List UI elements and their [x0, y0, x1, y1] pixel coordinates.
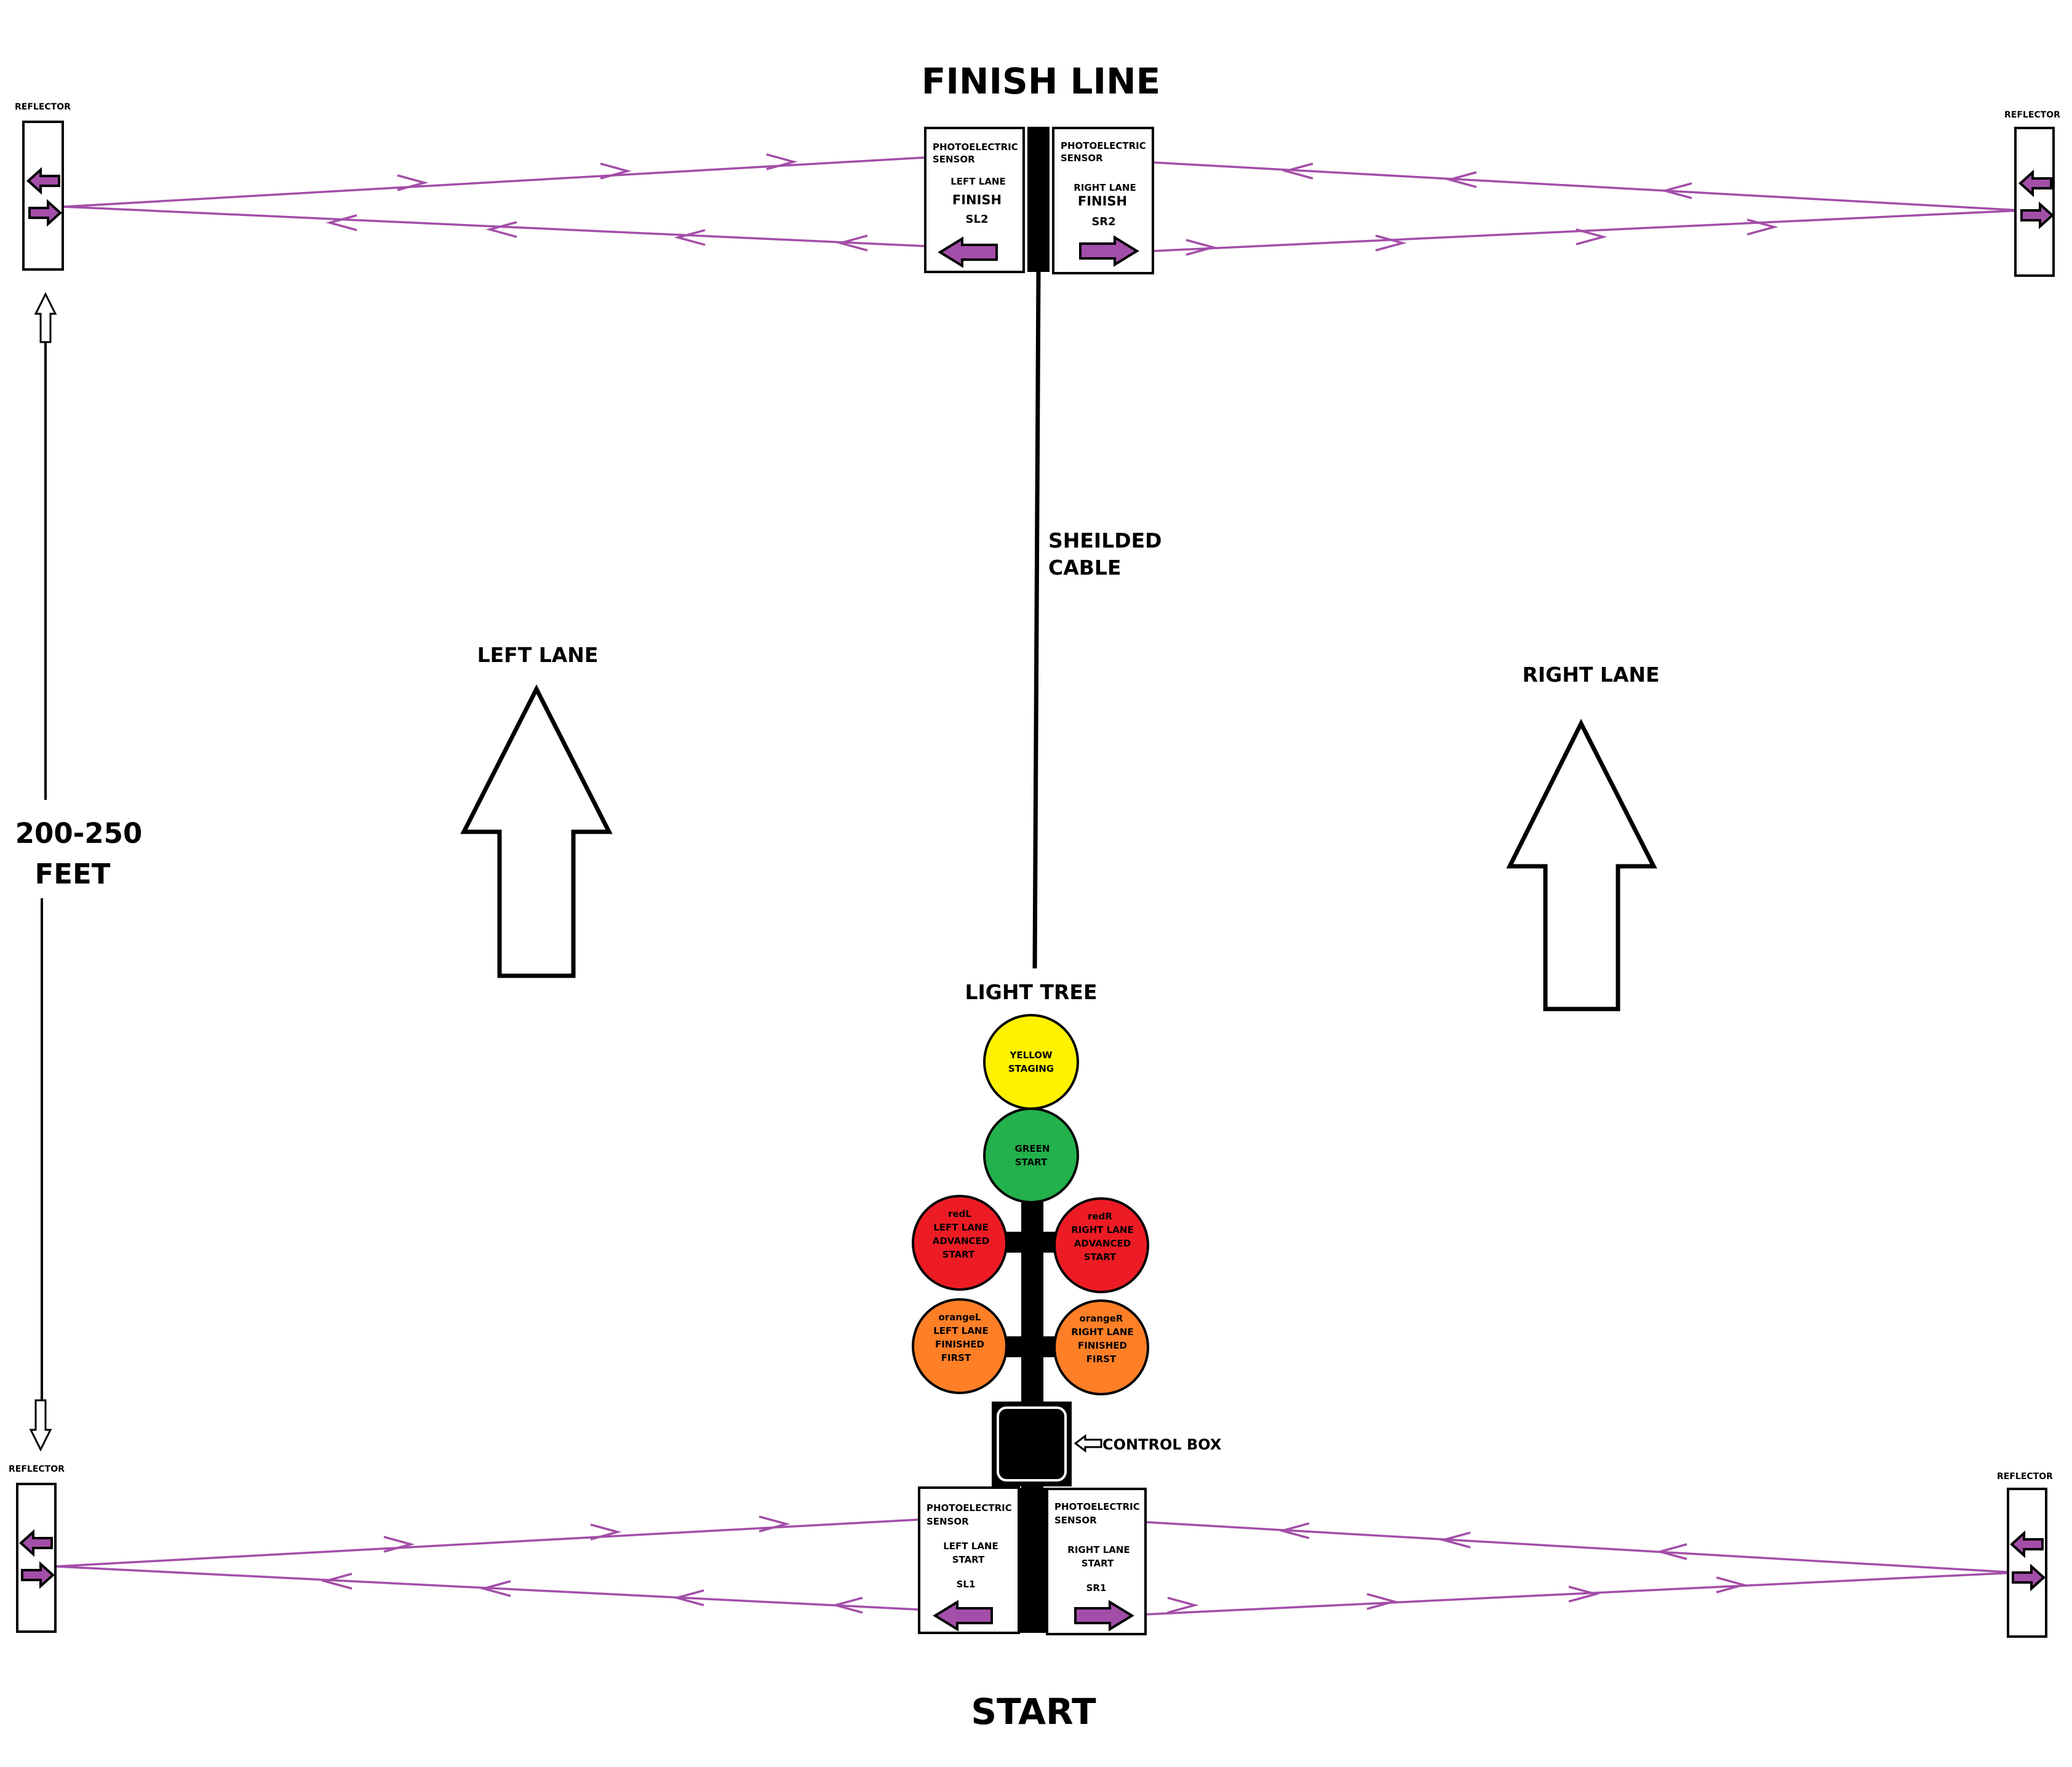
- svg-text:FINISHED: FINISHED: [1078, 1340, 1127, 1351]
- svg-text:orangeR: orangeR: [1080, 1313, 1123, 1324]
- svg-text:SENSOR: SENSOR: [926, 1516, 969, 1527]
- svg-text:LEFT LANE: LEFT LANE: [933, 1325, 988, 1336]
- svg-text:orangeL: orangeL: [939, 1312, 981, 1323]
- reflector-label: REFLECTOR: [1997, 1472, 2053, 1482]
- distance-arrow-down-icon: [29, 1399, 52, 1452]
- right-lane-label: RIGHT LANE: [1522, 663, 1659, 687]
- svg-text:PHOTOELECTRIC: PHOTOELECTRIC: [933, 142, 1018, 153]
- yellow-staging-light: YELLOW STAGING: [983, 1014, 1079, 1110]
- reflector-finish-right: REFLECTOR: [2004, 110, 2060, 277]
- reflector-start-right: REFLECTOR: [1997, 1472, 2053, 1638]
- left-lane-direction-arrow: [460, 684, 613, 978]
- svg-text:START: START: [942, 1249, 975, 1260]
- finish-right-sensor: PHOTOELECTRIC SENSOR RIGHT LANE FINISH S…: [1052, 127, 1154, 274]
- start-left-light-beam: [55, 1515, 918, 1614]
- reflector-label: REFLECTOR: [2004, 110, 2060, 120]
- orange-right-finished-first-light: orangeR RIGHT LANE FINISHED FIRST: [1053, 1299, 1149, 1395]
- svg-text:FINISH: FINISH: [952, 193, 1002, 207]
- svg-text:ADVANCED: ADVANCED: [933, 1235, 990, 1246]
- svg-text:LEFT LANE: LEFT LANE: [943, 1541, 998, 1552]
- shielded-cable-label-line1: SHEILDED: [1048, 529, 1162, 552]
- start-right-sensor: PHOTOELECTRIC SENSOR RIGHT LANE START SR…: [1046, 1488, 1147, 1635]
- distance-marker: 200-250 FEET: [15, 292, 143, 1452]
- svg-text:LEFT LANE: LEFT LANE: [933, 1222, 988, 1233]
- svg-text:RIGHT LANE: RIGHT LANE: [1067, 1544, 1130, 1555]
- control-box-label: CONTROL BOX: [1102, 1436, 1222, 1453]
- finish-right-light-beam: [1152, 161, 2022, 256]
- svg-text:SR2: SR2: [1091, 215, 1115, 228]
- left-lane-label: LEFT LANE: [477, 643, 599, 667]
- control-box: [992, 1402, 1072, 1486]
- svg-text:GREEN: GREEN: [1015, 1143, 1050, 1154]
- reflector-label: REFLECTOR: [15, 102, 71, 112]
- svg-text:SR1: SR1: [1086, 1582, 1107, 1593]
- svg-text:redR: redR: [1088, 1211, 1112, 1222]
- svg-text:RIGHT LANE: RIGHT LANE: [1071, 1326, 1133, 1338]
- reflector-start-left: REFLECTOR: [9, 1464, 65, 1633]
- distance-value: 200-250: [15, 817, 143, 850]
- finish-line-title: FINISH LINE: [922, 60, 1161, 102]
- svg-text:FINISH: FINISH: [1078, 194, 1127, 209]
- reflector-label: REFLECTOR: [9, 1464, 65, 1474]
- start-right-light-beam: [1145, 1521, 2017, 1616]
- svg-text:START: START: [1084, 1251, 1117, 1262]
- svg-text:RIGHT LANE: RIGHT LANE: [1071, 1224, 1133, 1235]
- svg-text:SL1: SL1: [957, 1579, 976, 1590]
- control-box-pointer-icon: [1074, 1434, 1102, 1453]
- svg-text:YELLOW: YELLOW: [1010, 1050, 1053, 1061]
- orange-left-finished-first-light: orangeL LEFT LANE FINISHED FIRST: [912, 1298, 1008, 1394]
- svg-text:redL: redL: [948, 1208, 971, 1219]
- svg-text:PHOTOELECTRIC: PHOTOELECTRIC: [1054, 1501, 1140, 1512]
- finish-left-sensor: PHOTOELECTRIC SENSOR LEFT LANE FINISH SL…: [924, 127, 1025, 273]
- svg-text:START: START: [1015, 1157, 1048, 1168]
- svg-text:SENSOR: SENSOR: [1054, 1515, 1097, 1526]
- svg-text:SENSOR: SENSOR: [933, 154, 975, 165]
- finish-sensor-mount-post: [1027, 127, 1050, 272]
- green-start-light: GREEN START: [983, 1107, 1079, 1203]
- distance-unit: FEET: [35, 858, 111, 890]
- light-tree-title: LIGHT TREE: [965, 980, 1097, 1004]
- svg-text:START: START: [952, 1554, 985, 1565]
- finish-left-light-beam: [63, 153, 926, 252]
- red-right-advanced-start-light: redR RIGHT LANE ADVANCED START: [1053, 1197, 1149, 1293]
- start-title: START: [971, 1691, 1096, 1733]
- start-sensor-mount-post: [1020, 1488, 1046, 1633]
- svg-text:FIRST: FIRST: [941, 1352, 971, 1363]
- reflector-finish-left: REFLECTOR: [15, 102, 71, 271]
- svg-text:START: START: [1082, 1558, 1114, 1569]
- svg-text:FINISHED: FINISHED: [935, 1339, 984, 1350]
- shielded-cable-label-line2: CABLE: [1048, 556, 1121, 580]
- svg-text:SL2: SL2: [966, 213, 989, 226]
- red-left-advanced-start-light: redL LEFT LANE ADVANCED START: [912, 1195, 1008, 1291]
- start-left-sensor: PHOTOELECTRIC SENSOR LEFT LANE START SL1: [918, 1486, 1020, 1634]
- svg-text:ADVANCED: ADVANCED: [1074, 1238, 1131, 1249]
- svg-text:RIGHT LANE: RIGHT LANE: [1074, 182, 1136, 193]
- right-lane-direction-arrow: [1506, 719, 1657, 1011]
- distance-arrow-up-icon: [34, 292, 57, 343]
- svg-text:SENSOR: SENSOR: [1061, 153, 1103, 164]
- svg-text:STAGING: STAGING: [1008, 1063, 1054, 1074]
- svg-text:FIRST: FIRST: [1086, 1354, 1117, 1365]
- svg-text:PHOTOELECTRIC: PHOTOELECTRIC: [926, 1502, 1012, 1514]
- svg-text:PHOTOELECTRIC: PHOTOELECTRIC: [1061, 140, 1146, 151]
- shielded-cable-line: [1032, 270, 1041, 969]
- svg-text:LEFT LANE: LEFT LANE: [950, 176, 1005, 187]
